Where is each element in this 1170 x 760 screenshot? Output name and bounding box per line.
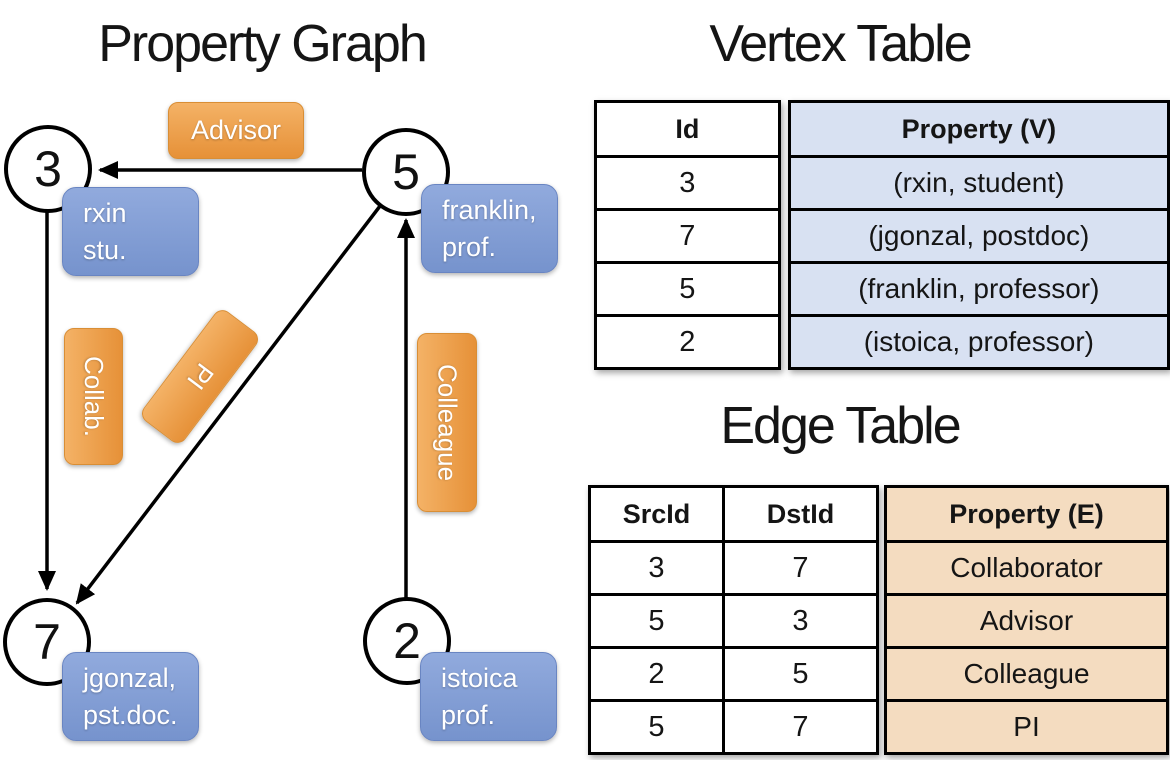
edge-srcid-cell: 5 (588, 593, 725, 649)
table-row: 5 3 (588, 593, 879, 649)
edge-srcid-cell: 2 (588, 646, 725, 702)
table-row: Advisor (884, 593, 1169, 649)
vertex-property-cell: (jgonzal, postdoc) (787, 208, 1170, 264)
table-row: 5 (594, 261, 781, 317)
node-property-box-rxin: rxin stu. (62, 187, 199, 276)
vertex-property-cell: (rxin, student) (787, 155, 1170, 211)
table-header-row: Property (E) (884, 485, 1169, 543)
table-row: 5 7 (588, 699, 879, 755)
edge-srcid-header: SrcId (588, 485, 725, 543)
node-circle-5: 5 (362, 128, 450, 216)
vertex-property-header: Property (V) (787, 100, 1170, 158)
table-row: (rxin, student) (787, 155, 1170, 211)
table-row: Collaborator (884, 540, 1169, 596)
edge-label-text: PI (181, 357, 220, 396)
edge-dstid-cell: 3 (722, 593, 879, 649)
edge-dstid-cell: 5 (722, 646, 879, 702)
edge-table-title: Edge Table (720, 397, 961, 455)
edge-srcdst-columns-table: SrcId DstId 3 7 5 3 2 5 5 7 (588, 485, 879, 755)
vertex-property-cell: (istoica, professor) (787, 314, 1170, 370)
node-id-label: 2 (393, 613, 421, 669)
property-graph-title: Property Graph (98, 15, 428, 73)
graph-edges-canvas (38, 161, 415, 638)
node-property-box-franklin: franklin, prof. (421, 184, 558, 273)
property-line: franklin, (442, 195, 537, 225)
table-header-row: SrcId DstId (588, 485, 879, 543)
edge-dstid-cell: 7 (722, 699, 879, 755)
vertex-id-cell: 5 (594, 261, 781, 317)
edge-label-text: Colleague (432, 363, 463, 482)
table-row: (jgonzal, postdoc) (787, 208, 1170, 264)
node-property-box-jgonzal: jgonzal, pst.doc. (62, 652, 199, 741)
edge-property-column-table: Property (E) Collaborator Advisor Collea… (884, 485, 1169, 755)
edge-property-header: Property (E) (884, 485, 1169, 543)
edge-property-cell: Collaborator (884, 540, 1169, 596)
vertex-property-column-table: Property (V) (rxin, student) (jgonzal, p… (787, 100, 1170, 370)
edge-property-cell: Advisor (884, 593, 1169, 649)
property-line: stu. (83, 235, 127, 265)
table-row: 3 7 (588, 540, 879, 596)
node-id-label: 5 (392, 144, 420, 200)
property-line: rxin (83, 198, 127, 228)
node-id-label: 3 (34, 141, 62, 197)
edge-property-cell: PI (884, 699, 1169, 755)
property-line: pst.doc. (83, 700, 178, 730)
edge-pi-5-to-7 (75, 170, 408, 605)
table-row: 2 5 (588, 646, 879, 702)
edge-label-text: Collab. (79, 356, 109, 437)
vertex-id-cell: 2 (594, 314, 781, 370)
edge-property-cell: Colleague (884, 646, 1169, 702)
property-line: jgonzal, (83, 663, 177, 693)
table-row: 7 (594, 208, 781, 264)
table-row: PI (884, 699, 1169, 755)
table-header-row: Property (V) (787, 100, 1170, 158)
table-row: 2 (594, 314, 781, 370)
table-row: (franklin, professor) (787, 261, 1170, 317)
edge-srcid-cell: 5 (588, 699, 725, 755)
vertex-id-column-table: Id 3 7 5 2 (594, 100, 781, 370)
node-circle-2: 2 (363, 597, 451, 685)
edge-label-colleague: Colleague (417, 333, 477, 512)
vertex-table: Id 3 7 5 2 Property (V) (rxin, student) … (594, 100, 1170, 370)
property-line: istoica (441, 663, 518, 693)
edge-dstid-header: DstId (722, 485, 879, 543)
edge-srcid-cell: 3 (588, 540, 725, 596)
vertex-table-title: Vertex Table (709, 15, 972, 73)
edge-label-collab: Collab. (64, 328, 123, 465)
vertex-id-cell: 3 (594, 155, 781, 211)
edge-table: SrcId DstId 3 7 5 3 2 5 5 7 Property (E)… (588, 485, 1169, 755)
table-row: Colleague (884, 646, 1169, 702)
edge-dstid-cell: 7 (722, 540, 879, 596)
vertex-id-header: Id (594, 100, 781, 158)
vertex-property-cell: (franklin, professor) (787, 261, 1170, 317)
table-row: 3 (594, 155, 781, 211)
property-line: prof. (442, 232, 497, 262)
property-line: prof. (441, 700, 496, 730)
table-row: (istoica, professor) (787, 314, 1170, 370)
vertex-id-cell: 7 (594, 208, 781, 264)
edge-label-text: Advisor (190, 115, 282, 145)
node-property-box-istoica: istoica prof. (420, 652, 557, 741)
edge-label-advisor: Advisor (168, 102, 304, 159)
table-header-row: Id (594, 100, 781, 158)
node-id-label: 7 (33, 614, 61, 670)
